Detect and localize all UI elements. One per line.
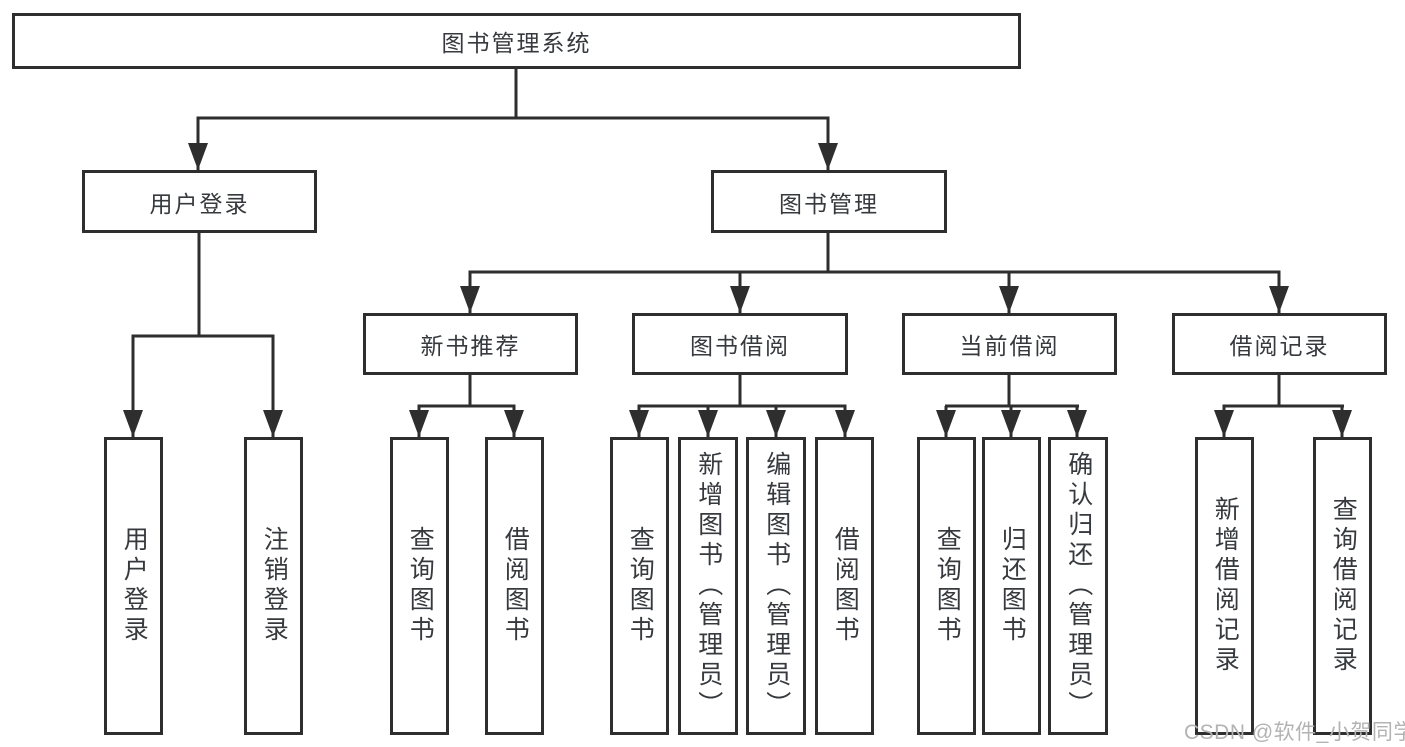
connector-borrow-records-children bbox=[1214, 375, 1352, 437]
node-current-borrow: 当前借阅 bbox=[902, 313, 1117, 375]
connector-current-borrow-children bbox=[936, 375, 1087, 437]
leaf-add-book-admin: 新增图书（管理员） bbox=[678, 437, 738, 735]
connector-book-borrow-children bbox=[629, 375, 855, 437]
leaf-return-books: 归还图书 bbox=[982, 437, 1041, 735]
leaf-borrow-books: 借阅图书 bbox=[815, 437, 874, 735]
node-borrow-records: 借阅记录 bbox=[1172, 313, 1387, 375]
node-book-management: 图书管理 bbox=[711, 170, 947, 233]
connector-user-login-children bbox=[123, 233, 283, 437]
csdn-watermark: CSDN @软件_小贺同学 bbox=[1184, 721, 1405, 744]
leaf-user-login: 用户登录 bbox=[104, 437, 163, 735]
connector-new-book-children bbox=[409, 375, 524, 437]
connector-book-management-children bbox=[460, 233, 1289, 313]
leaf-confirm-return-admin: 确认归还（管理员） bbox=[1048, 437, 1108, 735]
connector-root-to-level2 bbox=[188, 68, 838, 170]
node-library-system: 图书管理系统 bbox=[12, 13, 1021, 69]
node-new-book-recommend: 新书推荐 bbox=[363, 313, 578, 375]
node-book-borrow: 图书借阅 bbox=[632, 313, 848, 375]
leaf-query-borrow-record: 查询借阅记录 bbox=[1313, 437, 1372, 735]
leaf-borrow-books-recommend: 借阅图书 bbox=[485, 437, 544, 735]
leaf-query-books-recommend: 查询图书 bbox=[390, 437, 449, 735]
leaf-logout: 注销登录 bbox=[244, 437, 303, 735]
leaf-add-borrow-record: 新增借阅记录 bbox=[1195, 437, 1254, 735]
leaf-query-books-borrow: 查询图书 bbox=[610, 437, 669, 735]
leaf-query-books-current: 查询图书 bbox=[917, 437, 976, 735]
leaf-edit-book-admin: 编辑图书（管理员） bbox=[746, 437, 806, 735]
node-user-login: 用户登录 bbox=[82, 170, 317, 233]
